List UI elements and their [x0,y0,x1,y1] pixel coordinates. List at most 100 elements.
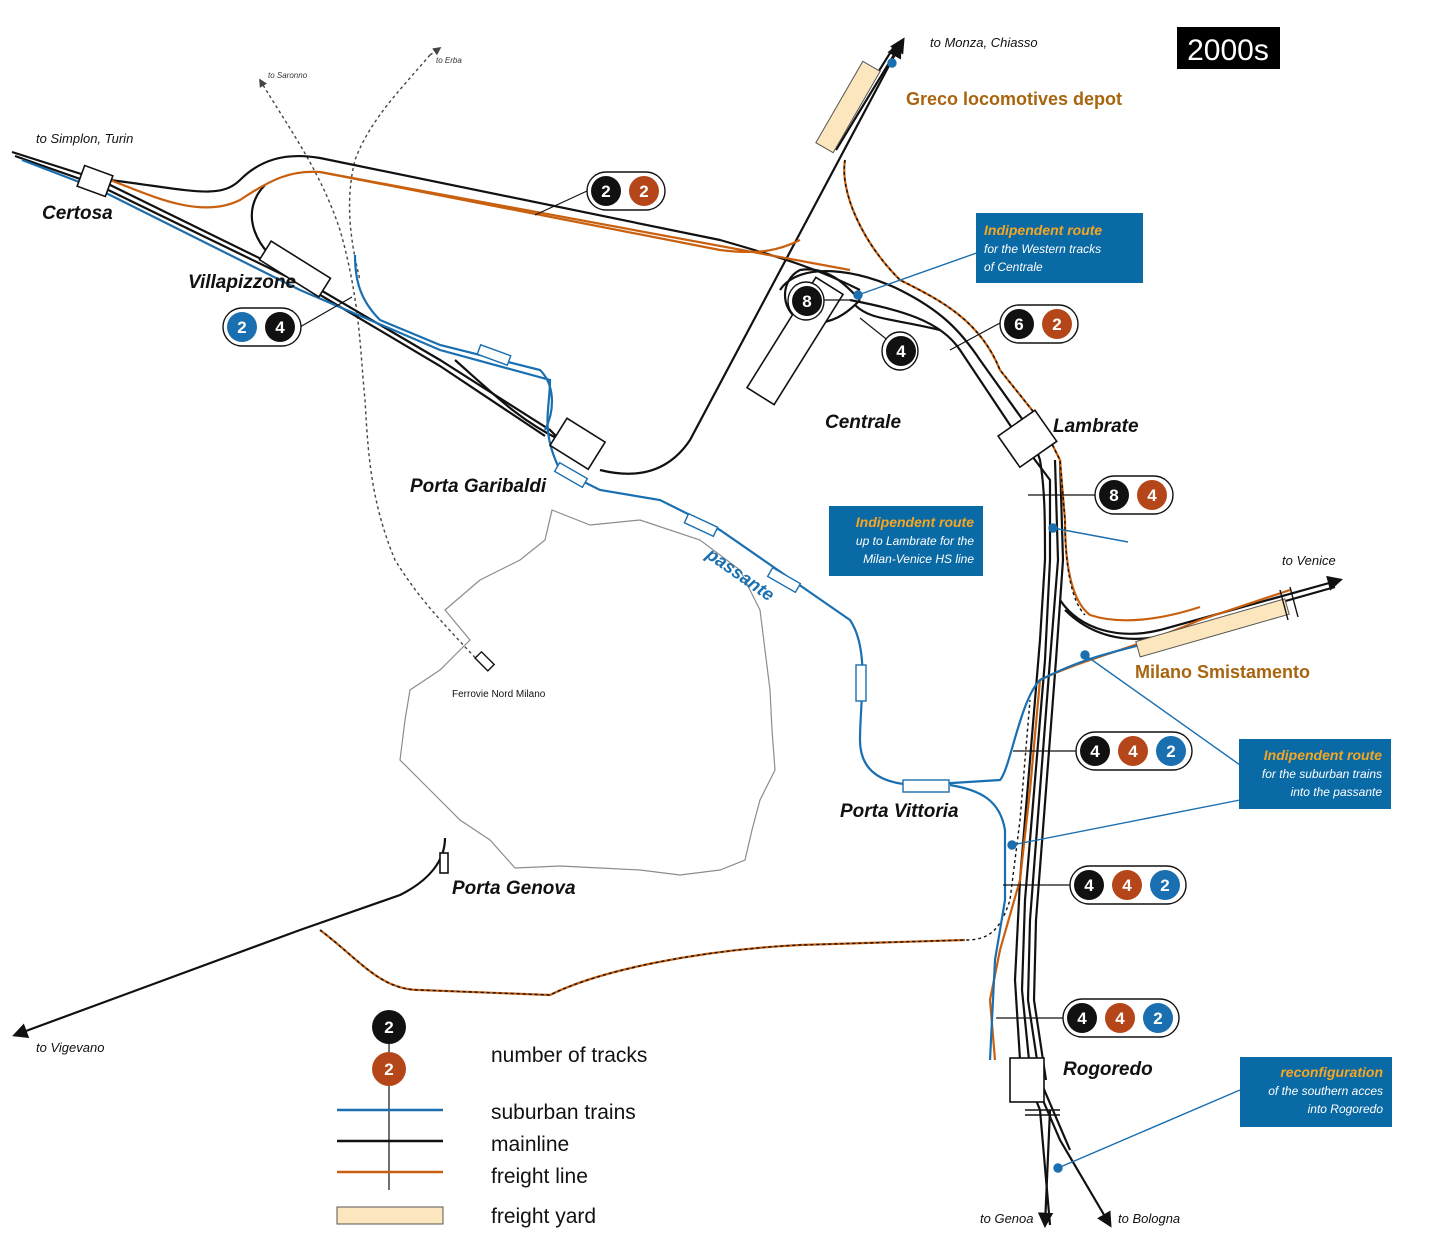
yard-smistamento-label: Milano Smistamento [1135,662,1310,682]
callout-western: Indipendent route for the Western tracks… [976,213,1143,283]
dest-saronno: to Saronno [268,71,308,80]
track-count-value: 2 [1160,876,1169,895]
ferrovie-nord-lines [259,47,483,666]
track-count-circle [1105,1003,1135,1033]
dest-bologna: to Bologna [1118,1211,1180,1226]
track-count-value: 4 [1122,876,1132,895]
track-count-value: 4 [275,318,285,337]
track-count-circle [1099,480,1129,510]
track-count-circle [1118,736,1148,766]
track-count-circle [1004,309,1034,339]
svg-text:of Centrale: of Centrale [984,260,1043,274]
track-count-value: 4 [1128,742,1138,761]
suburban-tracks [21,158,1161,1061]
boundary-ticks [1025,586,1299,1116]
track-count-c: 8 [787,281,825,321]
track-count-circle [629,176,659,206]
track-count-circle [227,312,257,342]
svg-text:Indipendent route: Indipendent route [984,222,1102,238]
dest-venice: to Venice [1282,553,1336,568]
svg-text:for the suburban trains: for the suburban trains [1262,767,1382,781]
track-count-value: 4 [1115,1009,1125,1028]
track-count-d: 4 [881,331,919,371]
track-count-value: 2 [1153,1009,1162,1028]
track-count-value: 4 [1077,1009,1087,1028]
dest-erba: to Erba [436,56,462,65]
dest-simplon: to Simplon, Turin [36,131,133,146]
dest-genoa: to Genoa [980,1211,1034,1226]
callout-suburban: Indipendent route for the suburban train… [1239,739,1391,809]
track-count-g: 4 4 2 [1075,731,1193,771]
era-label: 2000s [1187,34,1269,67]
track-count-circle [1074,870,1104,900]
svg-text:of the southern acces: of the southern acces [1268,1084,1383,1098]
track-count-value: 4 [1147,486,1157,505]
svg-text:up to Lambrate for the: up to Lambrate for the [856,534,974,548]
station-certosa: Certosa [42,203,113,224]
track-count-value: 8 [802,292,811,311]
track-count-circle [1042,309,1072,339]
svg-text:Milan-Venice HS line: Milan-Venice HS line [863,552,974,566]
track-count-value: 2 [601,182,610,201]
track-count-value: 2 [1052,315,1061,334]
freight-tracks [109,159,1291,1061]
badge-leaders [299,190,1095,1019]
legend-count-black: 2 [384,1018,393,1037]
track-count-value: 8 [1109,486,1118,505]
callout-southern: reconfiguration of the southern acces in… [1240,1057,1392,1127]
yard-greco-label: Greco locomotives depot [906,89,1122,109]
station-rogoredo: Rogoredo [1063,1059,1153,1080]
shared-freight-mainline [319,159,1086,996]
svg-text:into the passante: into the passante [1291,785,1383,799]
station-lambrate: Lambrate [1053,416,1139,437]
track-count-value: 4 [1084,876,1094,895]
track-count-circle [265,312,295,342]
callout-leaders [853,58,1241,1173]
track-count-h: 4 4 2 [1069,865,1187,905]
station-buildings [76,164,1058,1103]
passante-stations [476,343,950,793]
station-centrale: Centrale [825,412,901,433]
station-porta-genova: Porta Genova [452,878,576,899]
legend-count-orange: 2 [384,1060,393,1079]
track-count-value: 4 [896,342,906,361]
track-count-value: 6 [1014,315,1023,334]
track-count-circle [1150,870,1180,900]
ferrovie-nord-station [474,650,496,672]
track-count-circle [792,286,822,316]
era-box [1177,27,1280,69]
callout-lambrate: Indipendent route up to Lambrate for the… [829,506,983,576]
track-count-circle [591,176,621,206]
track-count-value: 2 [1166,742,1175,761]
legend-freight: freight line [491,1165,588,1188]
station-porta-garibaldi: Porta Garibaldi [410,476,547,497]
mainline-tracks [11,37,1343,1229]
track-count-circle [1156,736,1186,766]
track-count-circle [1067,1003,1097,1033]
legend-mainline: mainline [491,1133,569,1156]
svg-text:for the Western tracks: for the Western tracks [984,242,1101,256]
track-count-circle [1080,736,1110,766]
track-count-value: 2 [639,182,648,201]
track-count-circle [1143,1003,1173,1033]
track-count-value: 4 [1090,742,1100,761]
legend-freight-yard: freight yard [491,1205,596,1228]
legend-number-of-tracks: number of tracks [491,1044,647,1067]
dest-monza: to Monza, Chiasso [930,35,1038,50]
legend: 2 2 number of tracks suburban trains mai… [336,1010,647,1228]
track-count-circle [1137,480,1167,510]
station-ferrovie-nord: Ferrovie Nord Milano [452,689,546,700]
svg-text:Indipendent route: Indipendent route [856,514,974,530]
track-count-value: 2 [237,318,246,337]
svg-text:into Rogoredo: into Rogoredo [1308,1102,1384,1116]
dest-vigevano: to Vigevano [36,1040,104,1055]
svg-text:Indipendent route: Indipendent route [1264,747,1382,763]
track-count-circle [886,336,916,366]
track-count-circle [1112,870,1142,900]
